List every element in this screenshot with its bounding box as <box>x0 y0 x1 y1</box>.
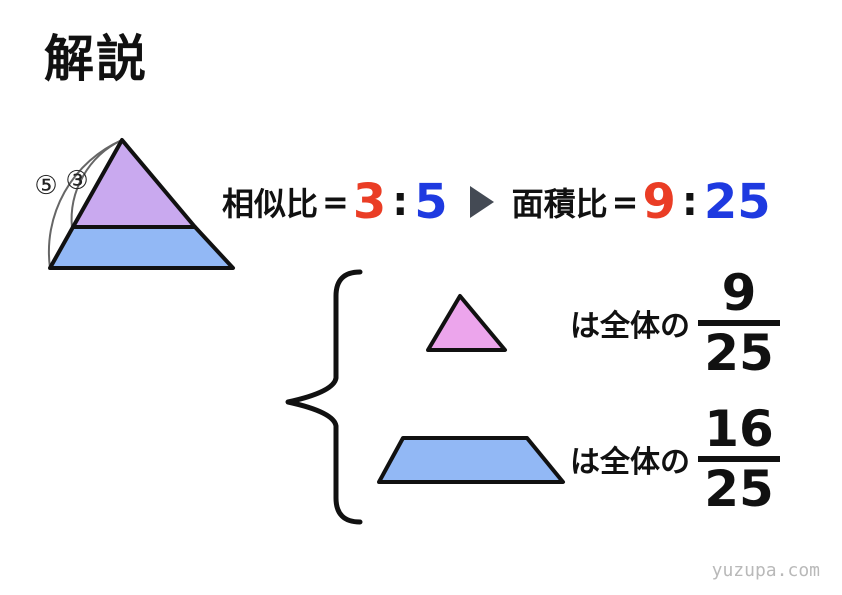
curly-brace <box>285 269 363 525</box>
triangle-numerator: 9 <box>721 264 757 322</box>
area-value-a: 9 <box>642 174 676 230</box>
small-triangle-shape <box>426 294 507 352</box>
area-equals: = <box>611 183 639 221</box>
figure-small-triangle <box>71 138 197 229</box>
trapezoid-fraction: 16 25 <box>698 402 780 516</box>
trapezoid-shape <box>377 436 565 484</box>
trapezoid-numerator: 16 <box>704 400 774 458</box>
similarity-value-a: 3 <box>352 174 387 230</box>
triangle-fraction-text: は全体の <box>570 309 690 344</box>
triangle-denominator: 25 <box>704 324 774 382</box>
page-title: 解説 <box>44 30 148 88</box>
area-label: 面積比 <box>511 185 608 223</box>
area-colon: : <box>681 179 698 225</box>
label-circled-five: ⑤ <box>34 171 57 201</box>
similarity-label: 相似比 <box>222 185 319 223</box>
right-arrow-icon <box>469 186 494 218</box>
area-value-b: 25 <box>703 174 771 230</box>
similarity-colon: : <box>392 179 409 225</box>
figure-trapezoid <box>48 225 235 270</box>
similarity-equals: = <box>322 183 349 221</box>
trapezoid-fraction-text: は全体の <box>570 445 690 480</box>
similarity-value-b: 5 <box>414 174 448 230</box>
triangle-fraction: 9 25 <box>698 266 780 380</box>
trapezoid-fraction-row: は全体の 16 25 <box>570 402 780 516</box>
trapezoid-denominator: 25 <box>704 460 774 518</box>
fraction-bar <box>698 456 780 462</box>
ratio-row: 相似比 = 3 : 5 面積比 = 9 : 25 <box>222 172 771 232</box>
label-circled-three: ③ <box>65 166 88 196</box>
watermark: yuzupa.com <box>711 560 820 581</box>
arc-inner <box>70 139 123 229</box>
arc-outer <box>47 139 123 269</box>
triangle-fraction-row: は全体の 9 25 <box>570 266 780 380</box>
fraction-bar <box>698 320 780 326</box>
